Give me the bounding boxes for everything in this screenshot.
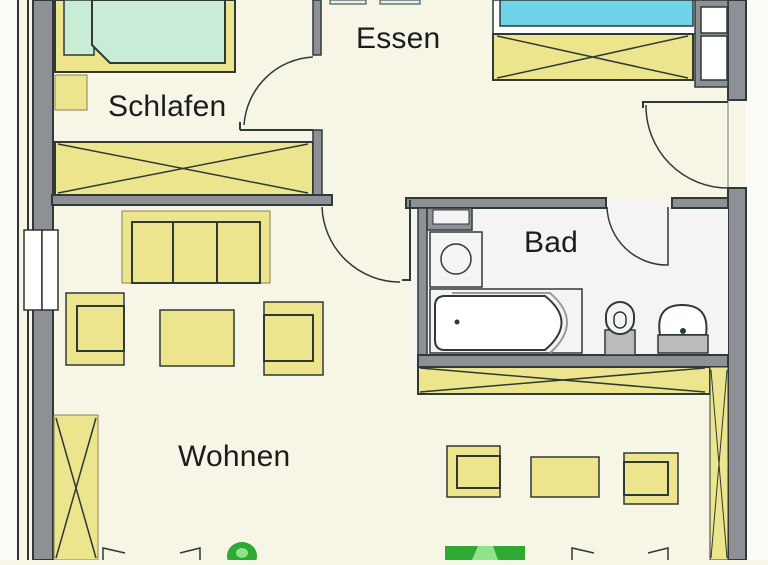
- room-label-bad: Bad: [524, 226, 578, 259]
- room-bad: [402, 197, 729, 368]
- room-essen: [329, 0, 729, 189]
- wardrobe-hall: [417, 366, 729, 561]
- room-label-schlafen: Schlafen: [108, 90, 227, 123]
- room-schlafen: [54, 0, 323, 198]
- room-label-essen: Essen: [356, 22, 441, 55]
- door-swing: [321, 206, 401, 283]
- left-exterior-wall: [17, 0, 59, 561]
- interior-wall: [51, 194, 333, 206]
- room-wohnen: [53, 210, 679, 565]
- right-exterior-wall: [727, 0, 747, 561]
- room-label-wohnen: Wohnen: [178, 440, 291, 473]
